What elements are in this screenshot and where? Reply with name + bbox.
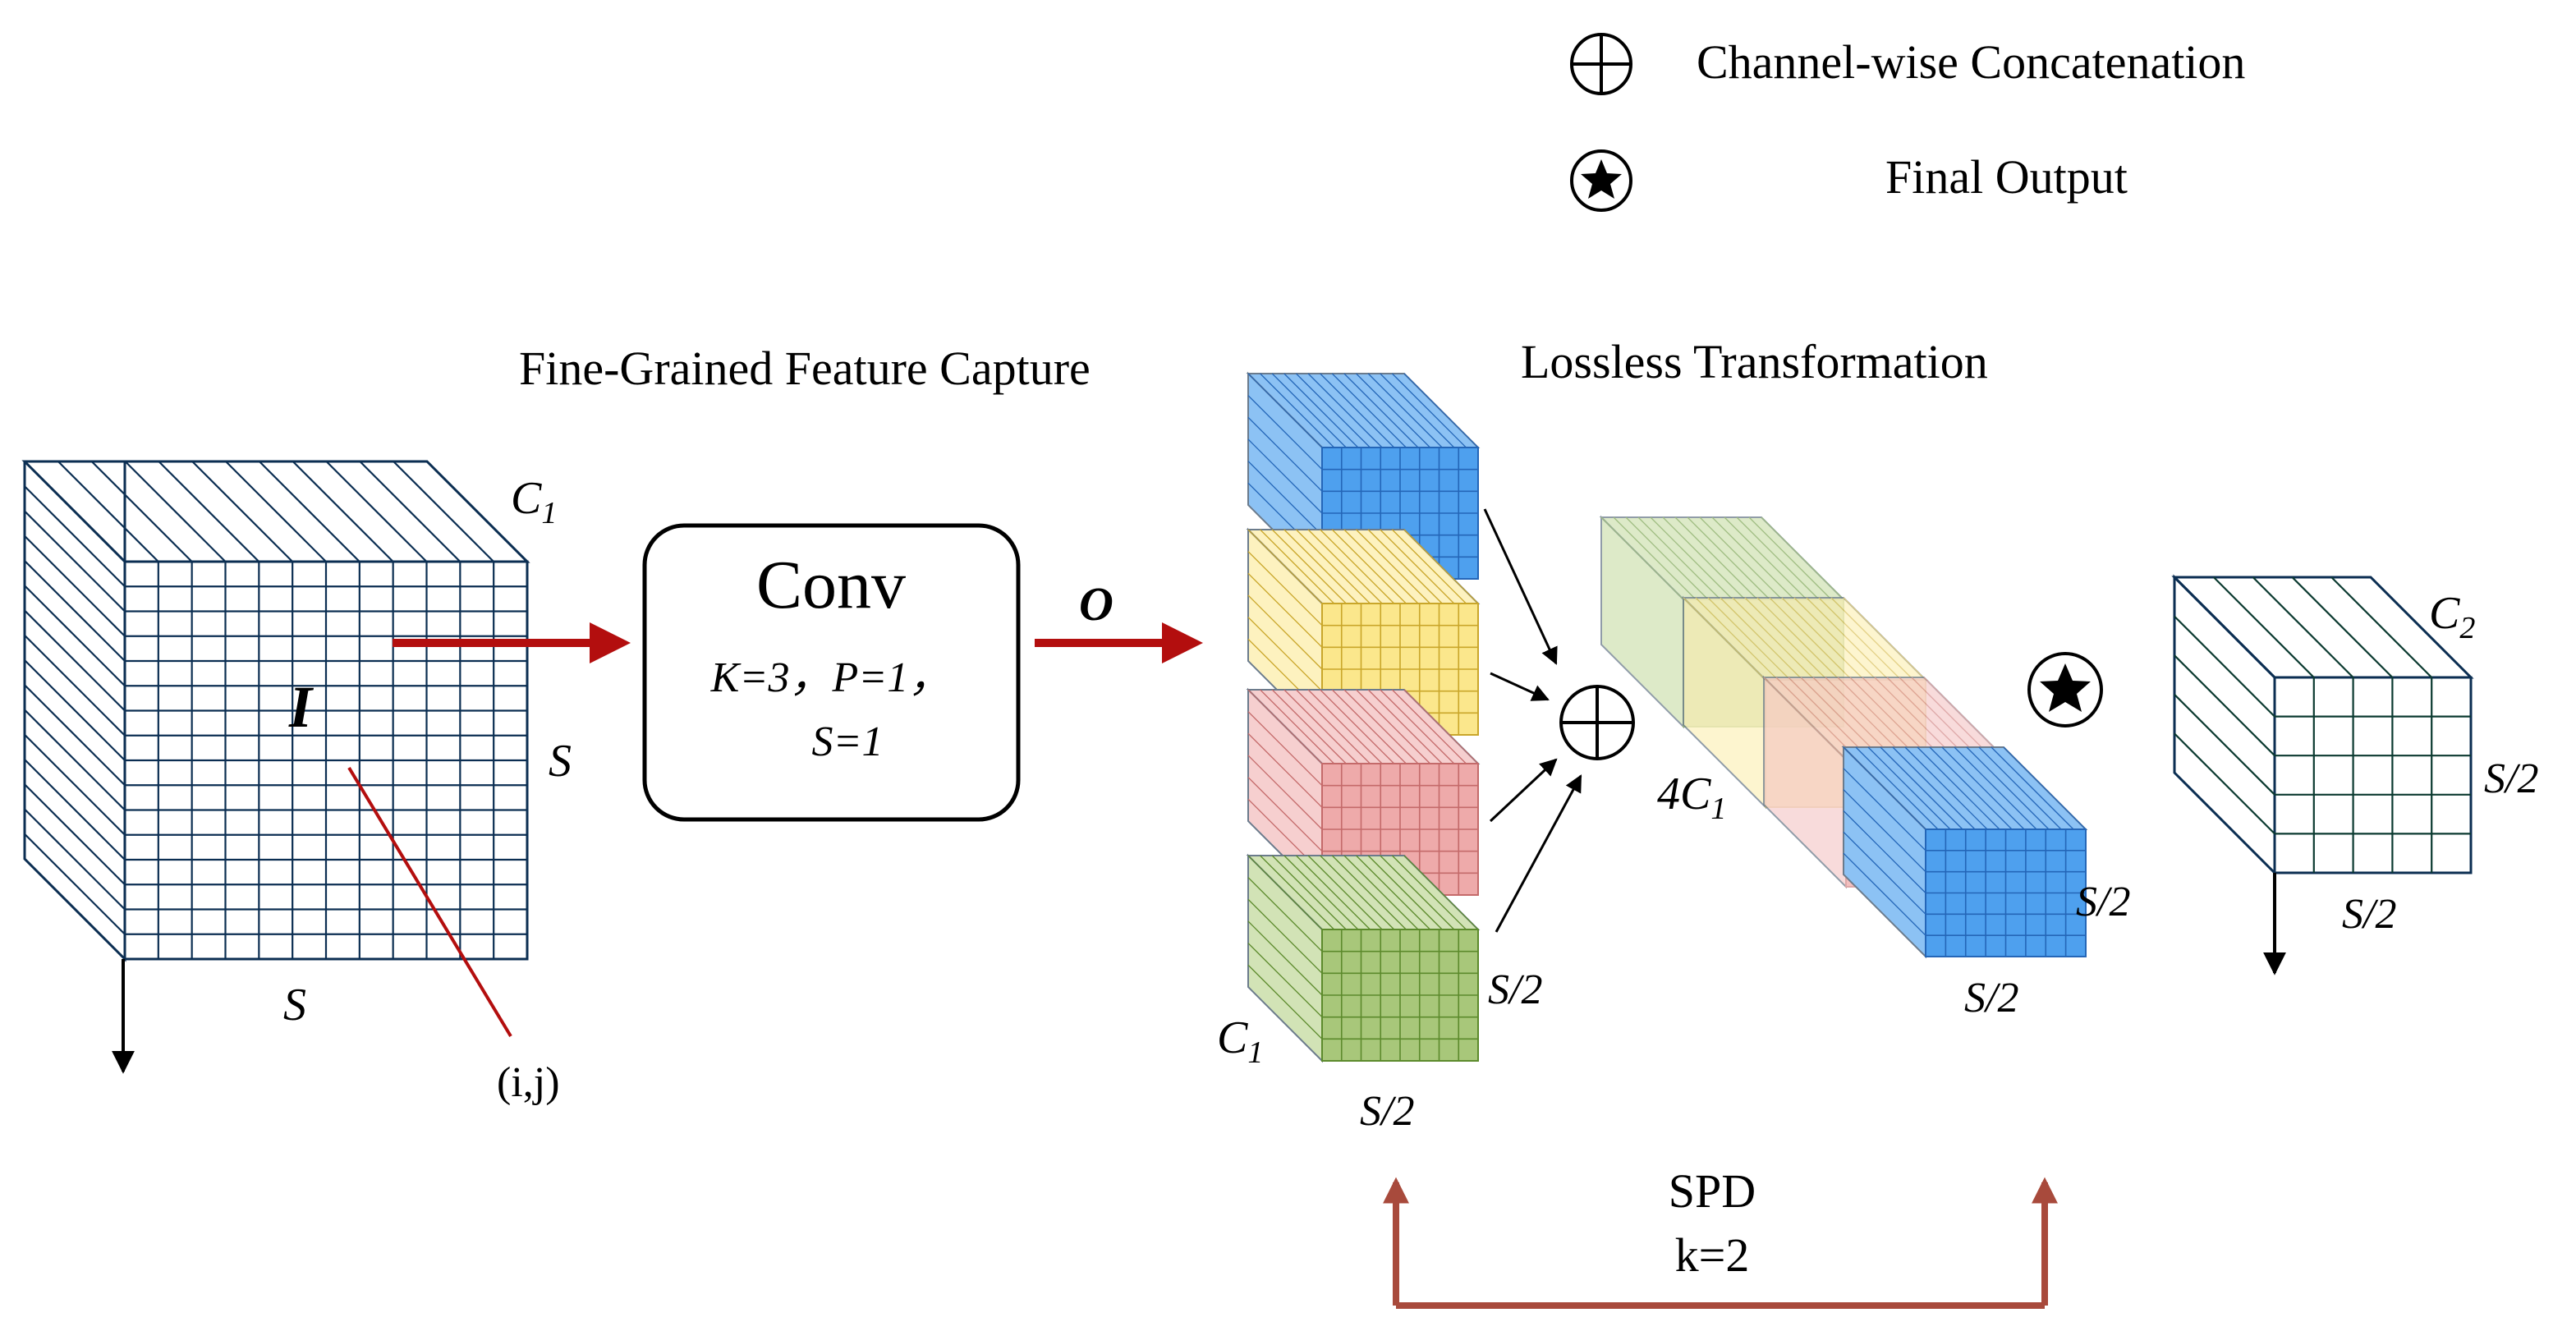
concat-operator-icon (1559, 685, 1635, 760)
input-grid-lines (125, 562, 527, 959)
input-tensor-name: I (288, 674, 315, 740)
output-tensor (2171, 574, 2474, 876)
concat-channel-label: 4C1 (1657, 769, 1726, 826)
output-height-label: S/2 (2484, 755, 2538, 802)
output-width-label: S/2 (2342, 891, 2396, 938)
sub-height-label: S/2 (1488, 966, 1542, 1013)
pixel-label: (i,j) (497, 1059, 560, 1106)
sub-channel-label: C1 (1217, 1012, 1263, 1070)
legend: Channel-wise Concatenation Final Output (1570, 33, 2245, 212)
spd-bracket-arrows (1383, 1177, 2058, 1309)
lossless-heading: Lossless Transformation (1521, 335, 1988, 388)
output-side-hatch (2174, 615, 2275, 835)
spd-name: SPD (1669, 1164, 1756, 1218)
sub-tensor-stack (1246, 371, 1481, 1063)
output-top-hatch (2213, 576, 2432, 678)
conv-output-label: O (1079, 577, 1114, 631)
legend-concat-label: Channel-wise Concatenation (1697, 35, 2245, 89)
output-grid-lines (2275, 677, 2471, 873)
concat-height-label: S/2 (2076, 879, 2130, 925)
spd-param: k=2 (1675, 1228, 1750, 1282)
sub-tensor-green (1246, 853, 1481, 1063)
concat-arrows (1483, 508, 1582, 933)
conv-params-line1: K=3，P=1， (710, 654, 952, 701)
output-star-icon (2027, 652, 2103, 727)
conv-title: Conv (756, 547, 906, 623)
fine-grained-heading: Fine-Grained Feature Capture (519, 342, 1091, 395)
input-top-hatch (57, 461, 494, 562)
input-height-label: S (549, 736, 572, 787)
input-tensor (21, 460, 530, 962)
input-side-hatch (24, 485, 126, 935)
concat-slab-blue (1841, 745, 2088, 959)
concat-tensor (1599, 515, 2088, 959)
circle-star-icon (1570, 149, 1632, 212)
circle-plus-icon (1570, 33, 1632, 95)
input-channel-label: C1 (511, 473, 557, 530)
legend-output-label: Final Output (1885, 150, 2128, 204)
conv-params-line2: S=1 (811, 718, 883, 765)
conv-block (642, 523, 1021, 822)
input-width-label: S (283, 980, 306, 1030)
output-channel-label: C2 (2429, 588, 2475, 645)
sub-tensor-blue (1246, 371, 1481, 581)
pixel-pointer-line (347, 766, 512, 1038)
sub-width-label: S/2 (1360, 1088, 1414, 1135)
concat-width-label: S/2 (1964, 975, 2018, 1021)
